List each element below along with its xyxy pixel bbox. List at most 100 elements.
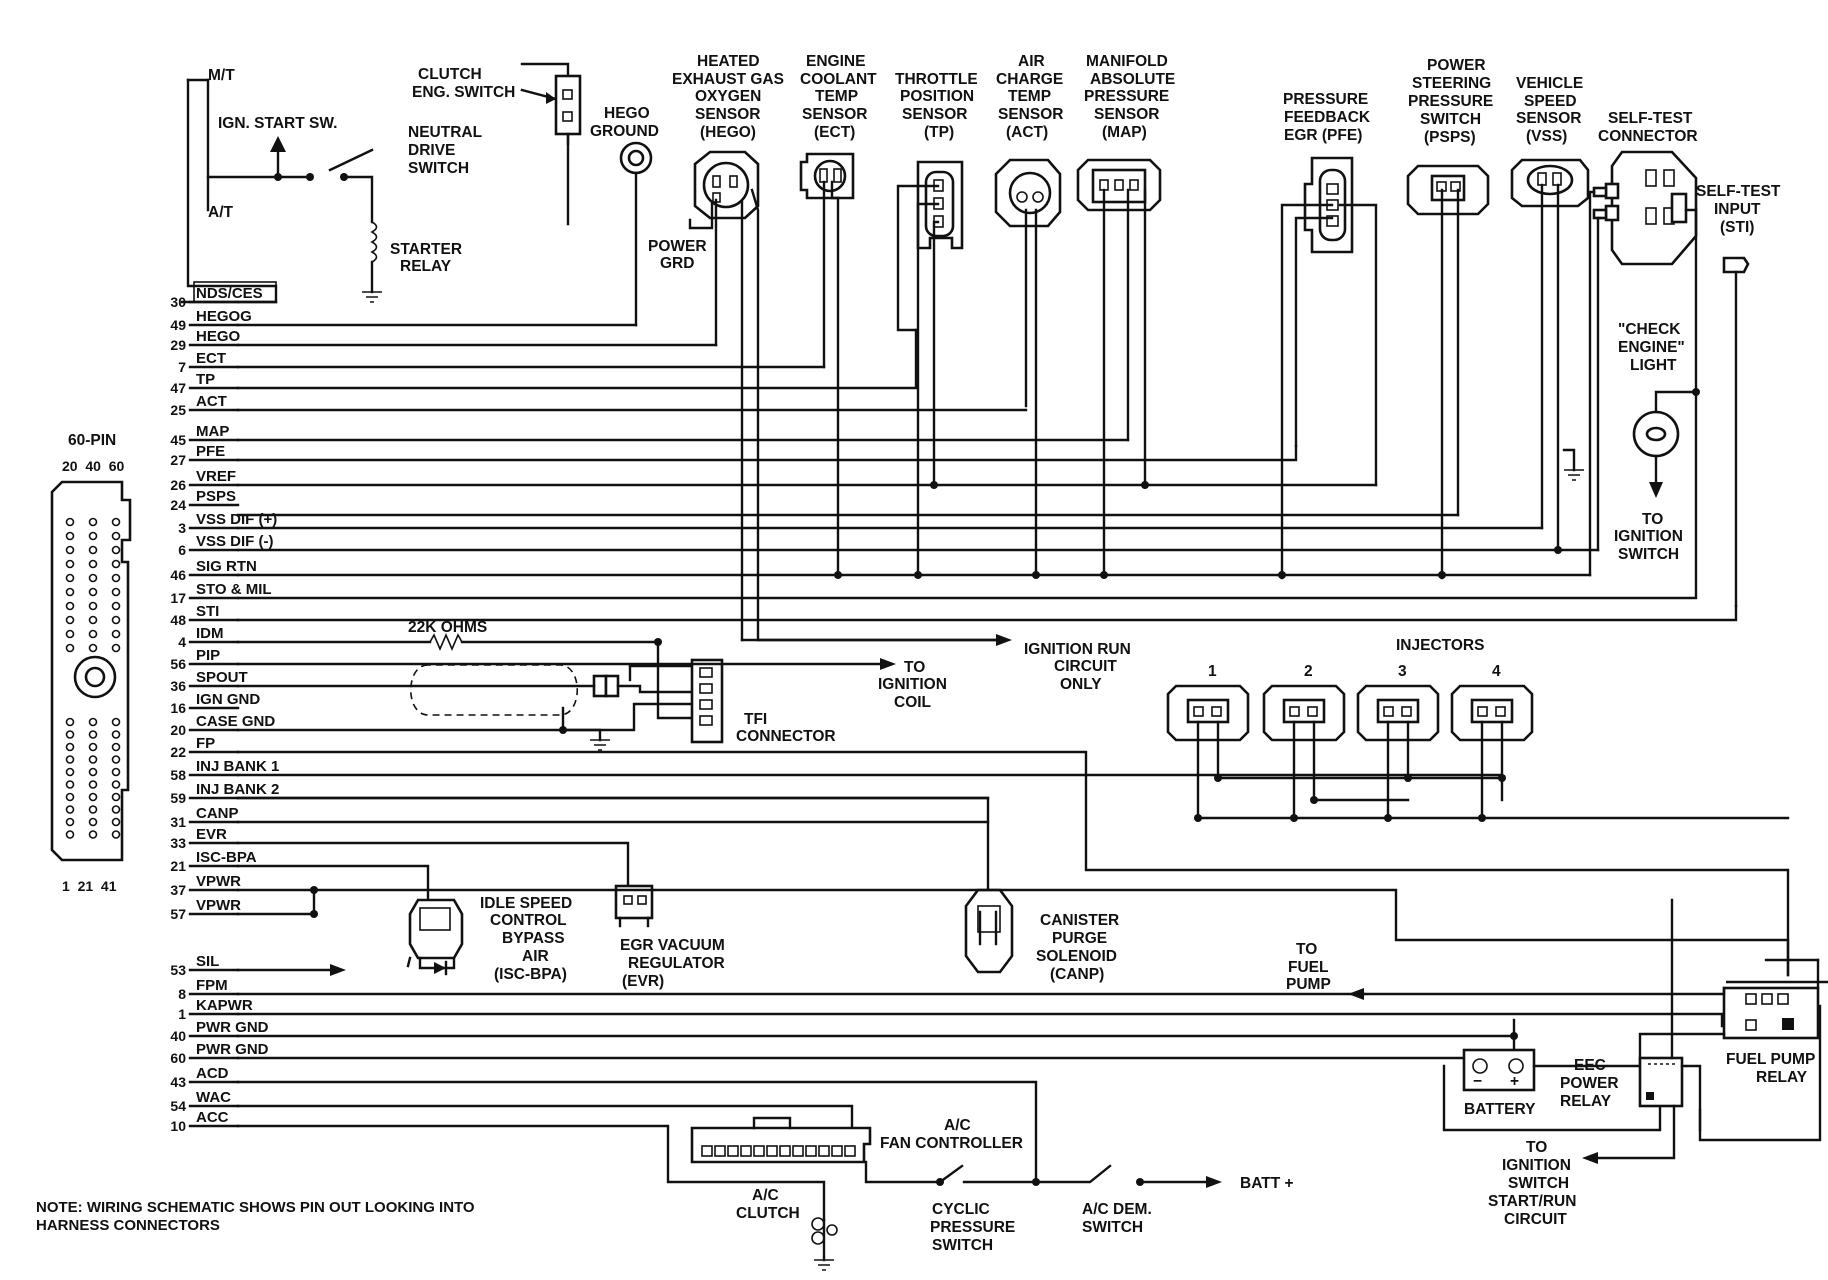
- pin-hole: [111, 629, 121, 639]
- pin-hole: [111, 792, 121, 802]
- pin-number: 22: [170, 744, 186, 760]
- pin-label: IDM: [196, 625, 224, 642]
- battery-label: BATTERY: [1464, 1101, 1536, 1118]
- pin-hole: [111, 643, 121, 653]
- pin-hole: [88, 755, 98, 764]
- pin-number: 59: [170, 790, 186, 806]
- pin-label: KAPWR: [196, 997, 253, 1014]
- injectors-title: INJECTORS: [1396, 637, 1484, 654]
- pin-row: 37 VPWR: [170, 873, 241, 898]
- pin-hole: [65, 643, 75, 653]
- pin-hole: [65, 587, 75, 597]
- pin-number: 45: [170, 432, 186, 448]
- pin-label: CASE GND: [196, 713, 275, 730]
- pin-hole: [65, 830, 75, 839]
- pin-number: 47: [170, 380, 186, 396]
- pin-hole: [111, 601, 121, 611]
- pin-label: CANP: [196, 805, 239, 822]
- ac-pin: [740, 1145, 752, 1157]
- pin-hole: [88, 517, 98, 527]
- connector-title: 60-PIN: [68, 432, 116, 449]
- pin-label: PFE: [196, 443, 225, 460]
- sensor-trunk-wires: [236, 300, 1738, 622]
- pin-hole: [65, 531, 75, 541]
- pin-number: 8: [178, 986, 186, 1002]
- pin-hole: [88, 629, 98, 639]
- ac-pin: [766, 1145, 778, 1157]
- ac-pin: [818, 1145, 830, 1157]
- injector-2: 2: [1262, 663, 1346, 820]
- ac-clutch-coil-icon: [811, 1217, 825, 1231]
- pin-hole: [111, 780, 121, 789]
- ac-pin: [727, 1145, 739, 1157]
- pin-hole: [88, 767, 98, 777]
- pin-hole: [111, 767, 121, 777]
- pin-hole: [88, 717, 98, 727]
- clutch-switch: [554, 74, 582, 136]
- ign-start-arrow: [270, 136, 286, 152]
- pin-number: 53: [170, 962, 186, 978]
- pin-hole: [88, 531, 98, 541]
- pin-label: VPWR: [196, 873, 241, 890]
- pin-number: 58: [170, 767, 186, 783]
- pin-number: 40: [170, 1028, 186, 1044]
- vss-ground-icon: [1564, 469, 1584, 481]
- pin-number: 46: [170, 567, 186, 583]
- pin-hole: [111, 615, 121, 625]
- svg-text:−: −: [1473, 1073, 1482, 1090]
- pin-hole: [111, 587, 121, 597]
- pin-hole: [88, 601, 98, 611]
- pin-number: 26: [170, 477, 186, 493]
- ac-clutch-ground-icon: [814, 1259, 834, 1271]
- pin-hole: [65, 742, 75, 752]
- pin-label: VSS DIF (+): [196, 511, 277, 528]
- pin-hole: [88, 573, 98, 583]
- pin-number: 37: [170, 882, 186, 898]
- ac-pin: [779, 1145, 791, 1157]
- pin-label: SIG RTN: [196, 558, 257, 575]
- pin-label: WAC: [196, 1089, 231, 1106]
- pin-hole: [88, 643, 98, 653]
- pin-number: 31: [170, 814, 186, 830]
- pin-label: HEGO: [196, 328, 241, 345]
- pin-hole: [111, 742, 121, 752]
- pin-hole: [65, 517, 75, 527]
- pin-number: 60: [170, 1050, 186, 1066]
- pin-number: 7: [178, 359, 186, 375]
- ac-pin: [792, 1145, 804, 1157]
- pin-hole: [65, 573, 75, 583]
- pin-hole: [111, 830, 121, 839]
